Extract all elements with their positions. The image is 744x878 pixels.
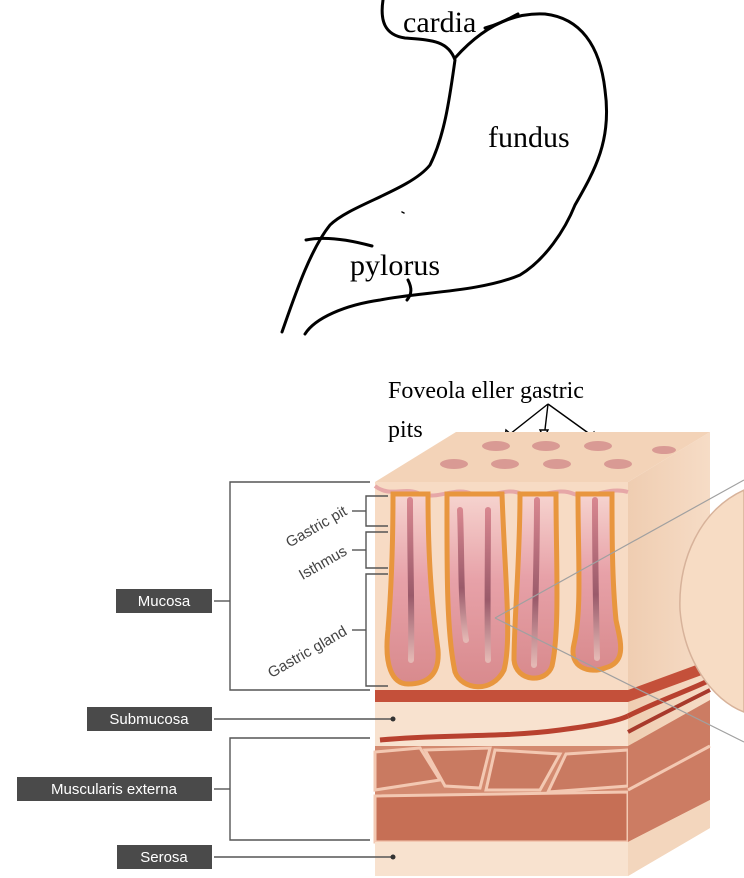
serosa-layer <box>375 842 628 876</box>
sketch-dot <box>402 212 404 213</box>
pylorus-label: pylorus <box>350 249 440 282</box>
gland-3 <box>514 494 557 678</box>
stomach-wall-block <box>375 432 744 876</box>
foveola-annotation-line2: pits <box>388 417 423 443</box>
muscularis-bracket <box>230 738 370 840</box>
muscularis-label-box: Muscularis externa <box>17 777 212 801</box>
cardia-tick <box>485 14 518 28</box>
submucosa-pointer-dot <box>391 717 396 722</box>
submucosa-label-box: Submucosa <box>87 707 212 731</box>
submucosa-label: Submucosa <box>109 711 189 728</box>
foveola-annotation-line1: Foveola eller gastric <box>388 378 584 404</box>
stomach-outline-inner <box>282 0 455 332</box>
serosa-label: Serosa <box>140 849 188 866</box>
gland-2 <box>447 494 508 687</box>
mucosa-label: Mucosa <box>138 593 191 610</box>
mucosa-label-box: Mucosa <box>116 589 212 613</box>
muscularis-mucosae-band <box>375 690 628 702</box>
cardia-label: cardia <box>403 6 476 39</box>
muscle-bundles <box>375 748 628 842</box>
pylorus-tick <box>407 280 411 300</box>
stomach-sketch <box>282 0 607 334</box>
gland-1 <box>387 494 438 684</box>
gland-4 <box>573 494 621 670</box>
serosa-pointer-dot <box>391 855 396 860</box>
isthmus-label: Isthmus <box>296 543 350 584</box>
serosa-label-box: Serosa <box>117 845 212 869</box>
gastric-gland-label: Gastric gland <box>265 623 350 682</box>
fundus-label: fundus <box>488 121 570 154</box>
gastric-glands <box>387 494 621 687</box>
muscularis-externa-label: Muscularis externa <box>51 781 178 798</box>
